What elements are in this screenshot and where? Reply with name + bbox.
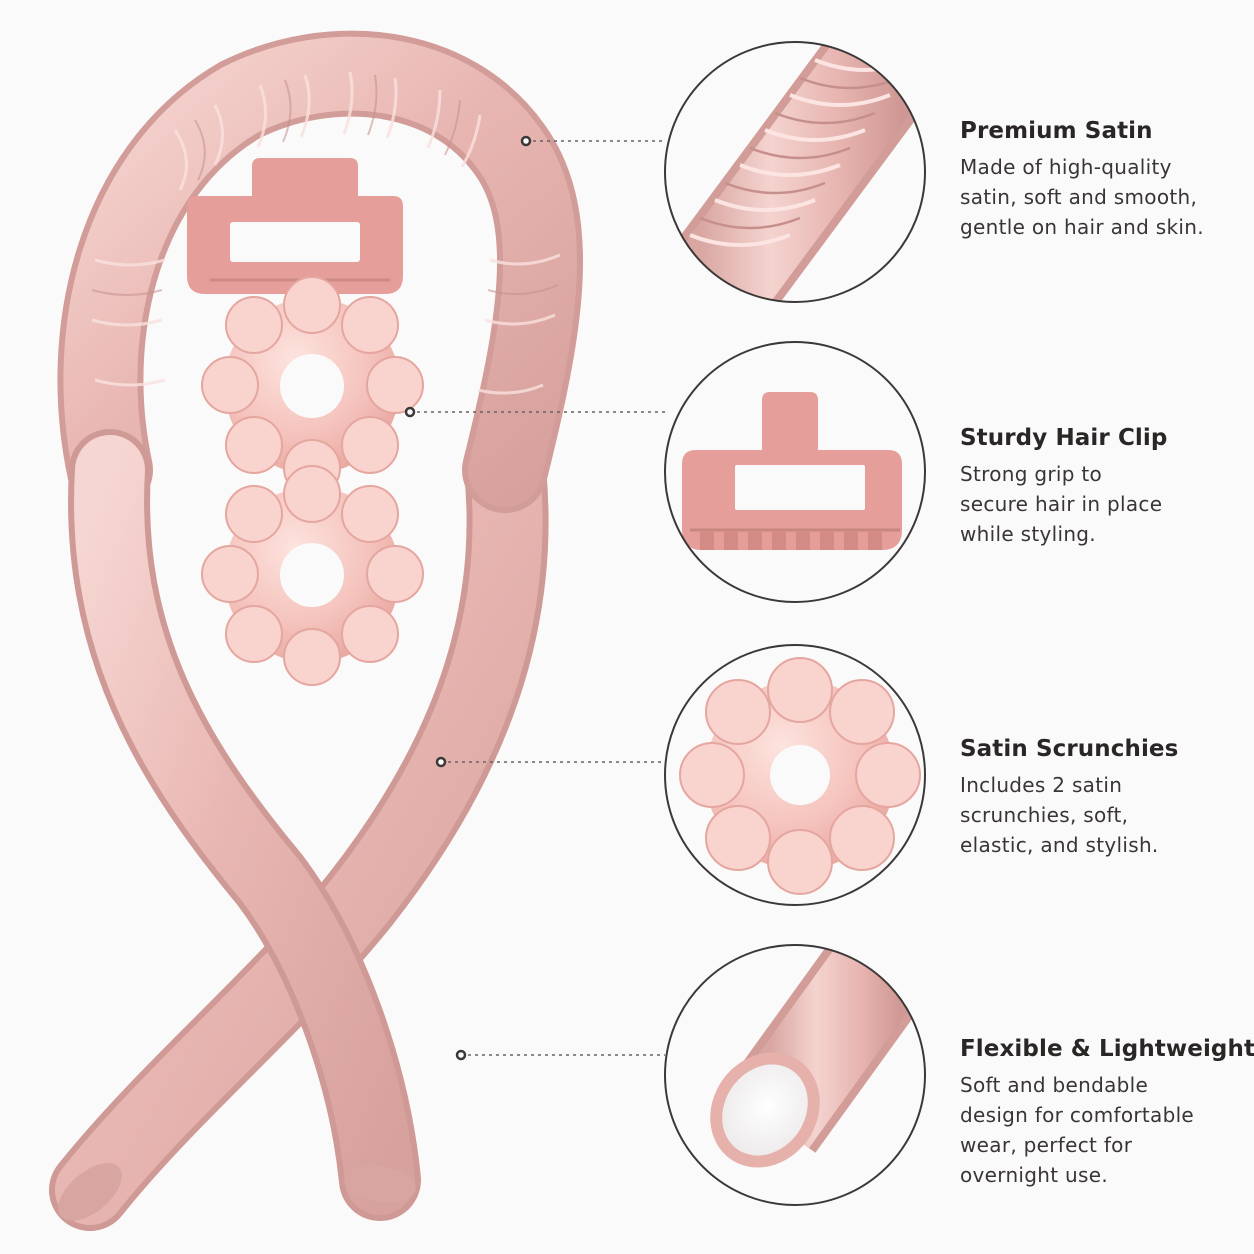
feature-description-line: while styling. — [960, 522, 1096, 546]
feature-premium-satin: Premium Satin Made of high-quality satin… — [960, 118, 1250, 242]
foam-core-end-icon — [664, 944, 926, 1206]
feature-description-line: elastic, and stylish. — [960, 833, 1159, 857]
feature-description-line: scrunchies, soft, — [960, 803, 1129, 827]
feature-description-line: Includes 2 satin — [960, 773, 1123, 797]
feature-title: Sturdy Hair Clip — [960, 425, 1168, 451]
feature-description-line: wear, perfect for — [960, 1133, 1133, 1157]
feature-description-line: secure hair in place — [960, 492, 1163, 516]
feature-description-line: gentle on hair and skin. — [960, 215, 1204, 239]
feature-description-line: overnight use. — [960, 1163, 1109, 1187]
feature-flexible-lightweight: Flexible & Lightweight Soft and bendable… — [960, 1036, 1254, 1190]
leader-lines — [410, 140, 665, 1056]
leader-dots — [404, 135, 532, 1061]
feature-description-line: Strong grip to — [960, 462, 1103, 486]
feature-sturdy-hair-clip: Sturdy Hair Clip Strong grip to secure h… — [960, 425, 1250, 549]
feature-satin-scrunchies: Satin Scrunchies Includes 2 satin scrunc… — [960, 736, 1250, 860]
satin-scrunchie-lower — [201, 465, 424, 686]
feature-description-line: Made of high-quality — [960, 155, 1172, 179]
hair-clip-icon — [664, 341, 926, 603]
scrunchie-icon — [664, 644, 926, 906]
feature-title: Satin Scrunchies — [960, 736, 1179, 762]
feature-title: Premium Satin — [960, 118, 1153, 144]
feature-description-line: satin, soft and smooth, — [960, 185, 1198, 209]
heatless-curling-rod — [49, 30, 584, 1231]
feature-description-line: Soft and bendable — [960, 1073, 1149, 1097]
hair-claw-clip — [187, 158, 403, 294]
satin-closeup-icon — [664, 41, 926, 303]
satin-scrunchie-upper — [201, 276, 424, 497]
feature-title: Flexible & Lightweight — [960, 1036, 1254, 1062]
feature-description-line: design for comfortable — [960, 1103, 1195, 1127]
